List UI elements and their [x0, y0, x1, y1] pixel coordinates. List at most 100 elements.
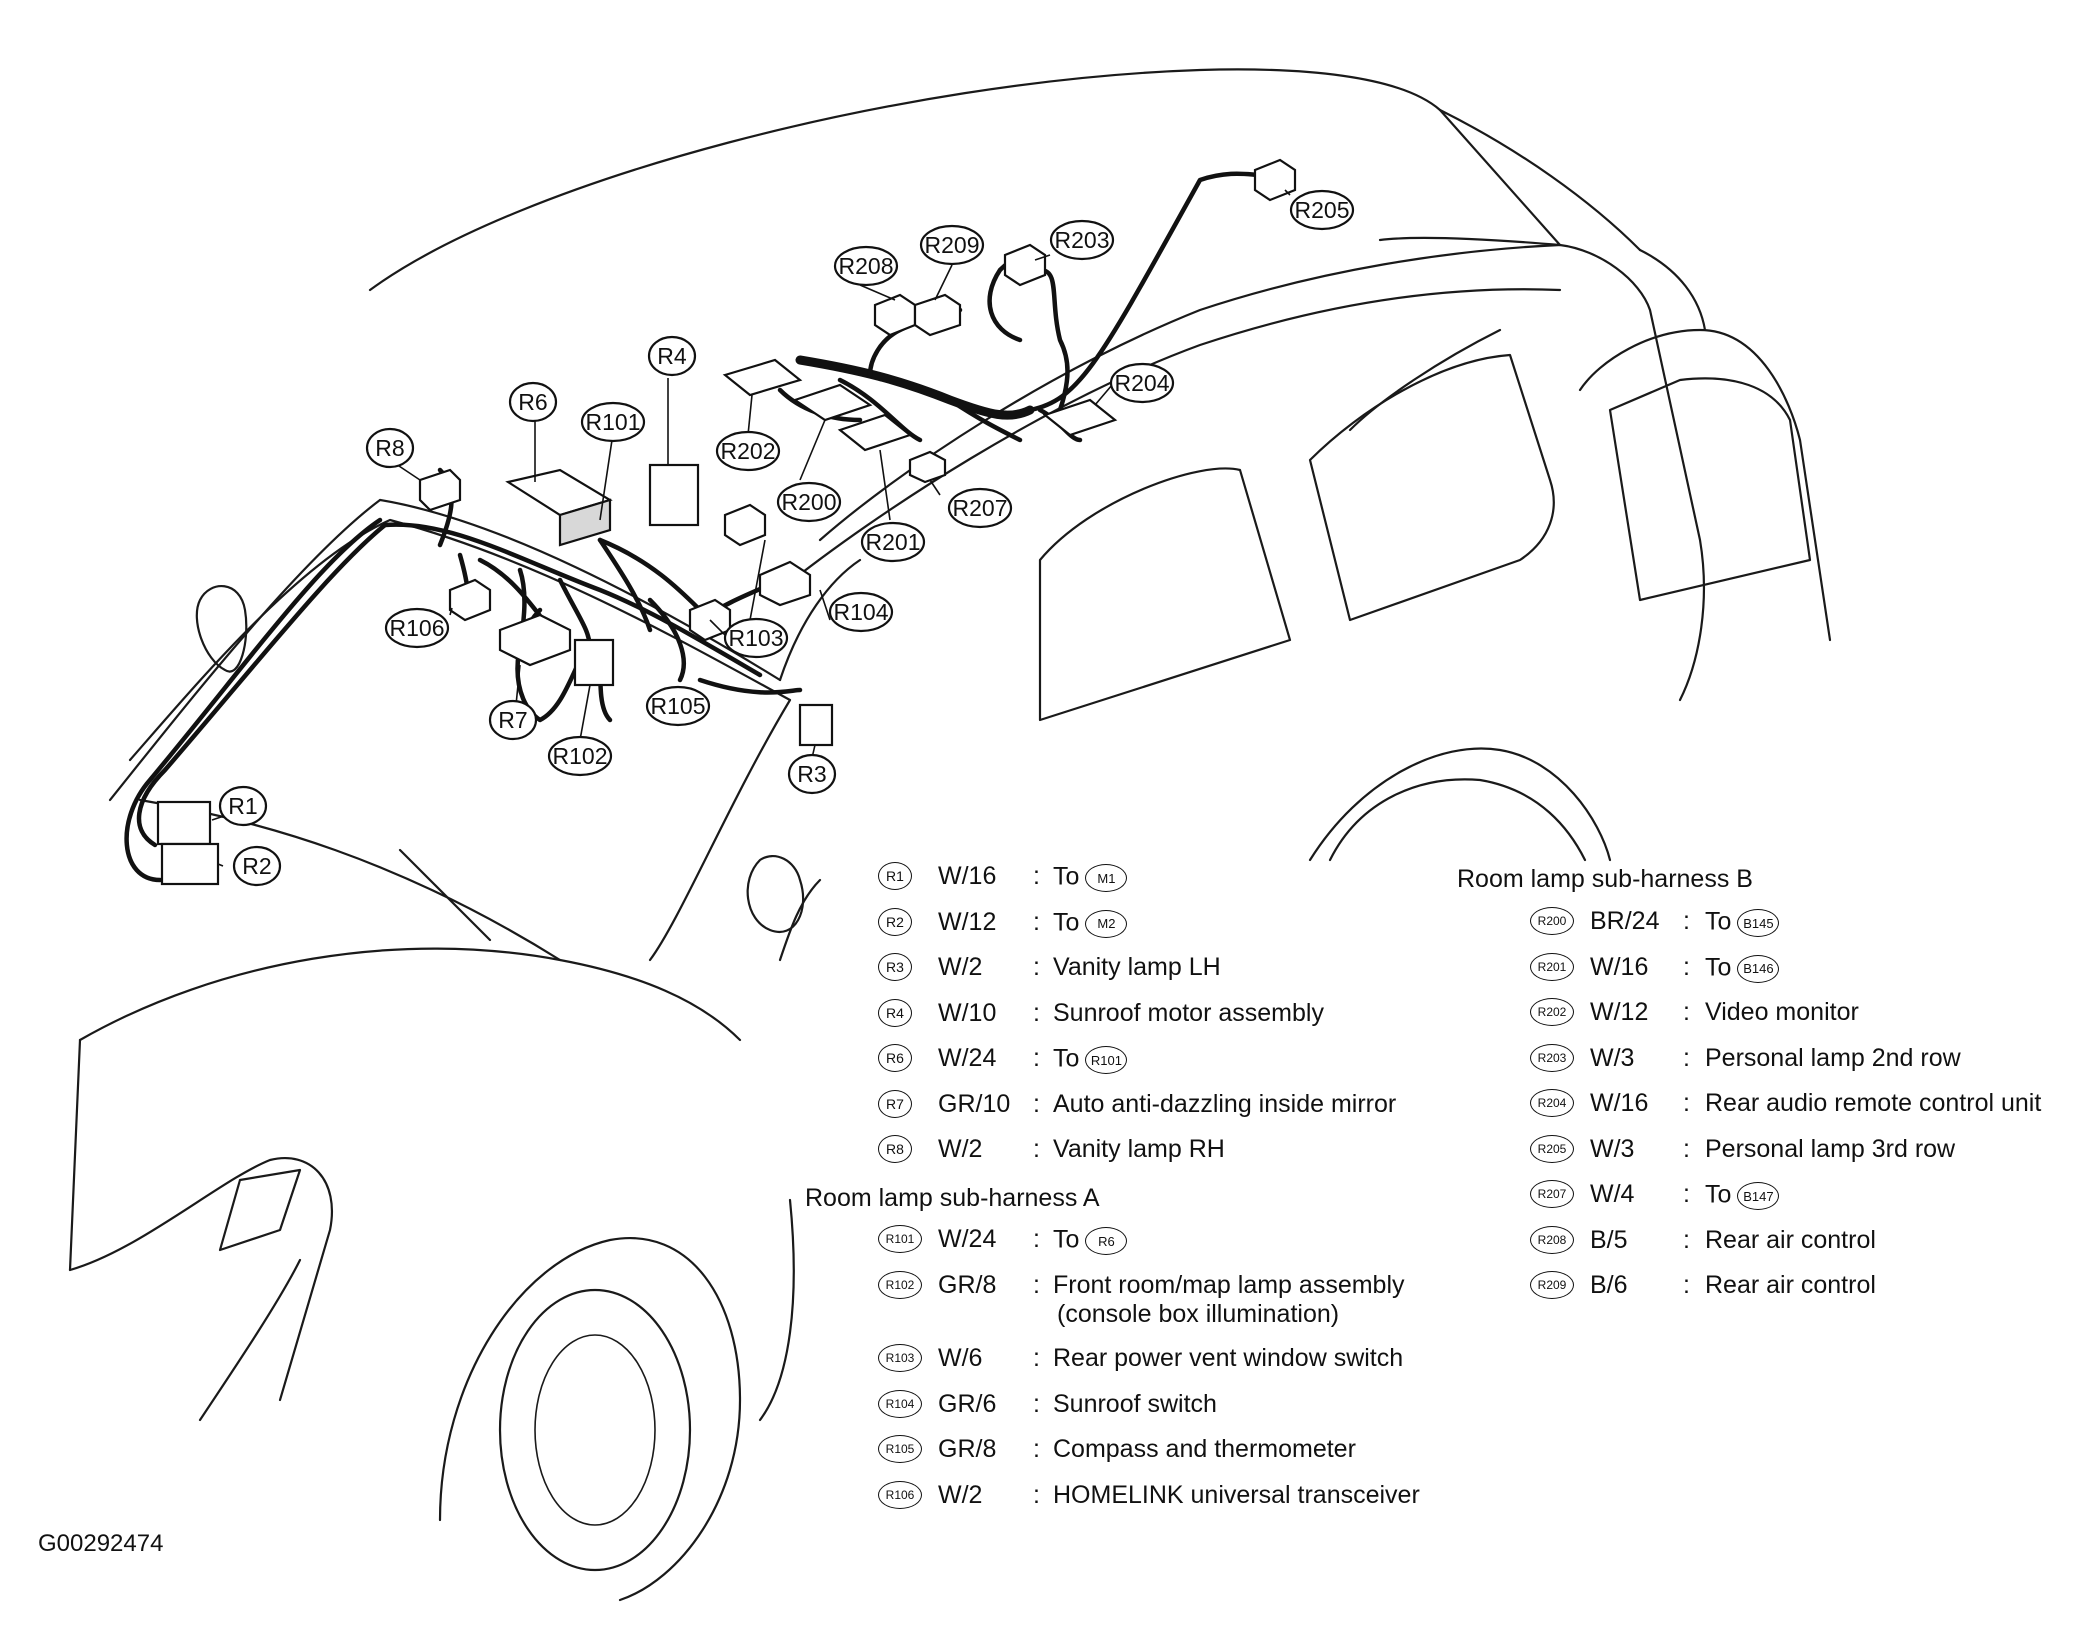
wire-spec: W/2 — [938, 953, 983, 981]
connector-badge: R201 — [1530, 952, 1574, 981]
description: Rear air control — [1705, 1273, 1876, 1298]
connector-badge: R3 — [878, 953, 912, 981]
callout-text: R204 — [1115, 370, 1170, 396]
description-text: To — [1705, 953, 1732, 982]
separator: : — [1683, 1089, 1690, 1117]
description: Personal lamp 2nd row — [1705, 1045, 1961, 1071]
callout-R101: R101 — [580, 401, 646, 443]
reference-badge: B146 — [1737, 954, 1780, 983]
description-text: Rear power vent window switch — [1053, 1344, 1404, 1372]
connector-R201 — [837, 413, 913, 452]
callout-oval — [547, 735, 613, 777]
separator: : — [1033, 862, 1040, 890]
callout-text: R3 — [797, 761, 826, 787]
wire-spec: W/16 — [938, 862, 997, 890]
wire-spec: W/3 — [1590, 1043, 1635, 1072]
separator: : — [1683, 1043, 1690, 1072]
wire-spec: GR/10 — [938, 1089, 1011, 1118]
callout-R106: R106 — [384, 607, 450, 649]
separator: : — [1683, 998, 1690, 1026]
callout-R200: R200 — [776, 481, 842, 523]
connector-R204 — [1042, 398, 1118, 437]
callout-R201: R201 — [860, 521, 926, 563]
callout-text: R6 — [518, 389, 547, 415]
connector-badge: R106 — [878, 1480, 922, 1509]
description-continued: (console box illumination) — [1057, 1299, 1340, 1328]
callout-text: R101 — [586, 409, 641, 435]
callout-oval — [488, 699, 538, 741]
description-text: To — [1053, 908, 1080, 937]
description-text: Vanity lamp RH — [1053, 1135, 1225, 1163]
description-text: To — [1705, 1180, 1732, 1209]
callout-oval — [384, 607, 450, 649]
callout-text: R105 — [651, 693, 706, 719]
description: Sunroof switch — [1053, 1391, 1217, 1417]
connector-R103 — [723, 503, 767, 547]
description-text: Vanity lamp LH — [1053, 953, 1221, 981]
callout-text: R205 — [1295, 197, 1350, 223]
callout-text: R209 — [925, 232, 980, 258]
wiring-harness — [124, 171, 1263, 883]
connector-badge: R200 — [1530, 907, 1574, 935]
description-text: To — [1053, 1044, 1080, 1073]
callout-oval — [508, 381, 558, 423]
callout-R205: R205 — [1289, 189, 1355, 231]
connector-badge: R104 — [878, 1389, 922, 1418]
callout-oval — [218, 785, 268, 827]
separator: : — [1683, 1271, 1690, 1299]
description: Video monitor — [1705, 1000, 1859, 1025]
callout-oval — [947, 487, 1013, 529]
callout-oval — [1049, 219, 1115, 261]
separator: : — [1683, 1180, 1690, 1208]
callout-text: R7 — [498, 707, 527, 733]
wire-spec: W/10 — [938, 998, 997, 1027]
callout-oval — [1109, 362, 1175, 404]
separator: : — [1033, 1344, 1040, 1372]
callout-text: R1 — [228, 793, 257, 819]
callout-oval — [833, 245, 899, 287]
callout-text: R203 — [1055, 227, 1110, 253]
separator: : — [1683, 1225, 1690, 1254]
callout-R105: R105 — [645, 685, 711, 727]
separator: : — [1033, 1480, 1040, 1509]
connector-badge: R205 — [1530, 1134, 1574, 1163]
wire-spec: BR/24 — [1590, 907, 1660, 935]
connector-R209 — [913, 293, 962, 337]
reference-badge: M1 — [1085, 864, 1128, 892]
callout-oval — [647, 335, 697, 377]
wire-spec: GR/8 — [938, 1270, 997, 1299]
separator: : — [1033, 1135, 1040, 1163]
callout-oval — [860, 521, 926, 563]
description-text: Rear air control — [1705, 1225, 1876, 1254]
connector-badge: R208 — [1530, 1225, 1574, 1254]
description-text: Video monitor — [1705, 998, 1859, 1026]
connector-R1 — [156, 800, 212, 846]
callout-oval — [723, 617, 789, 659]
description-text: To — [1705, 907, 1732, 936]
connector-badge: R203 — [1530, 1043, 1574, 1072]
separator: : — [1033, 953, 1040, 981]
connector-badge: R202 — [1530, 998, 1574, 1026]
separator: : — [1033, 1270, 1040, 1299]
wire-spec: W/16 — [1590, 1089, 1649, 1117]
callout-text: R208 — [839, 253, 894, 279]
wire-spec: GR/6 — [938, 1389, 997, 1418]
wire-spec: W/12 — [938, 907, 997, 936]
callout-R103: R103 — [723, 617, 789, 659]
connector-R102 — [573, 638, 615, 687]
description-text: Personal lamp 3rd row — [1705, 1134, 1956, 1163]
description-text: Sunroof motor assembly — [1053, 998, 1324, 1027]
wire-spec: GR/8 — [938, 1435, 997, 1463]
description: Compass and thermometer — [1053, 1437, 1356, 1462]
reference-badge: M2 — [1085, 909, 1128, 938]
callout-text: R201 — [866, 529, 921, 555]
connector-R101 — [558, 498, 612, 547]
callout-R102: R102 — [547, 735, 613, 777]
callout-R208: R208 — [833, 245, 899, 287]
callout-oval — [645, 685, 711, 727]
callout-R6: R6 — [508, 381, 558, 423]
callout-text: R106 — [390, 615, 445, 641]
